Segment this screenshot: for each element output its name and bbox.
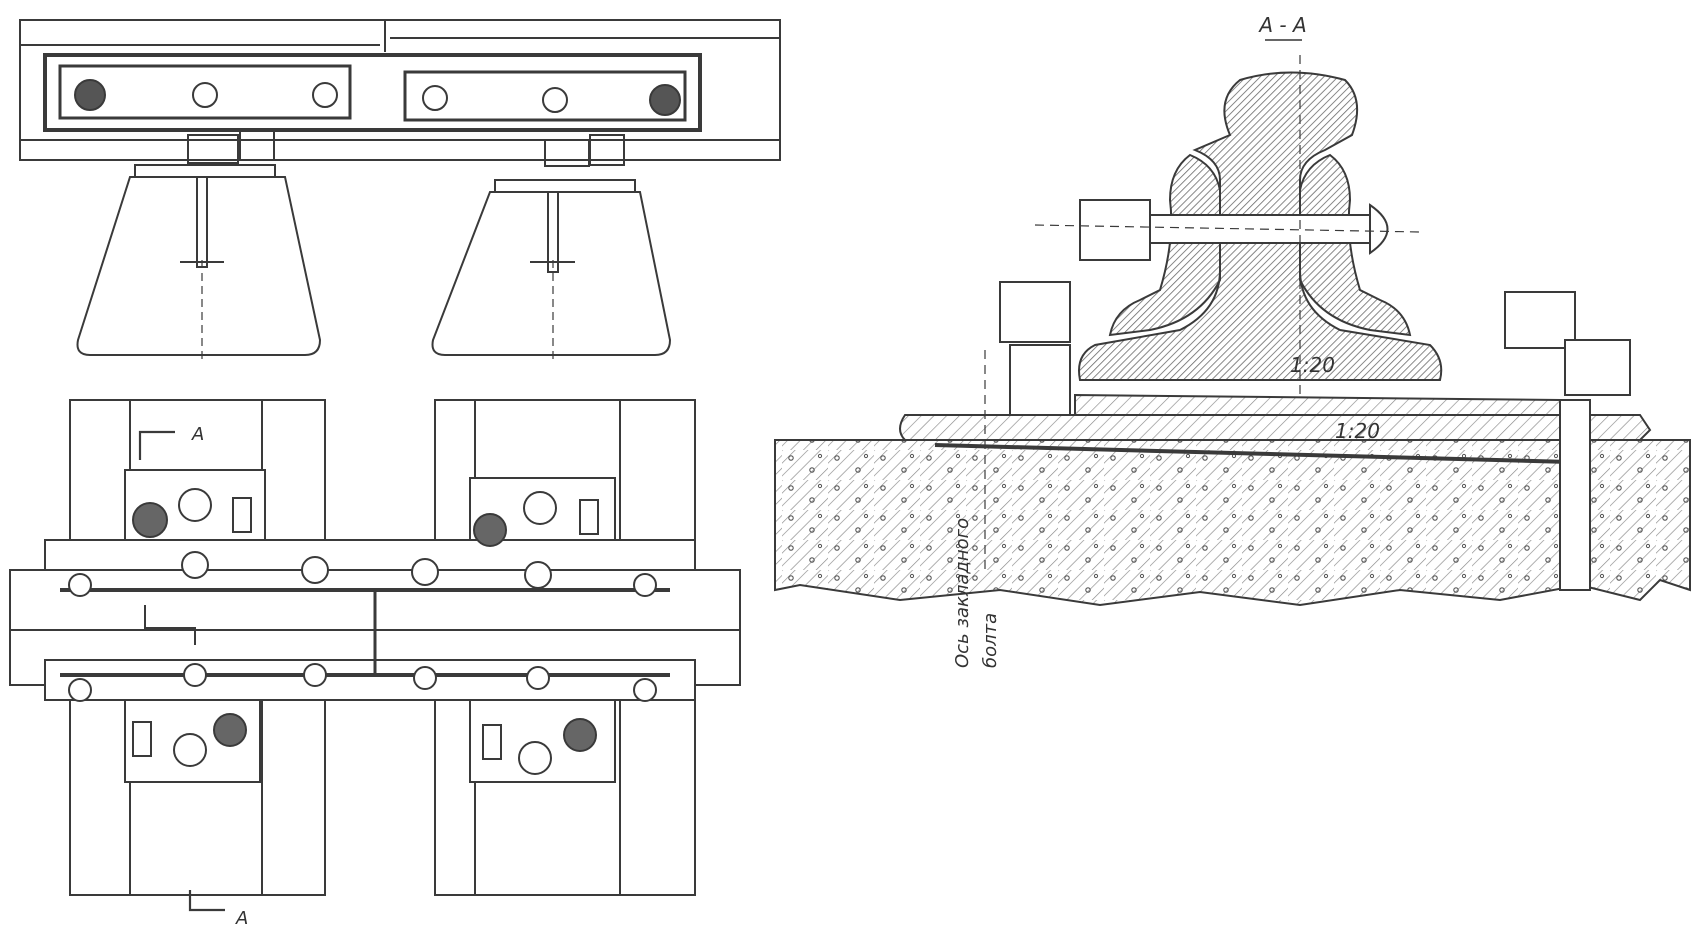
sleeper-side [76,176,322,356]
section-marker-bottom-line [188,890,225,912]
bolt-hole [192,82,218,108]
bolt-plan [633,678,657,702]
clamp-bolt [473,513,507,547]
bolt-nut-left [1079,199,1151,261]
fishplate-slot-left [58,64,352,120]
bolt-hole [542,87,568,113]
nut [589,134,625,166]
fishplate-slot-right [403,70,687,122]
tie-plate [1074,393,1561,416]
clamp-plate [494,179,636,193]
anchor-bolt [196,176,208,268]
slope-label-upper: 1:20 [1290,353,1335,377]
nut [544,139,590,167]
fishplate-section-right [1299,153,1412,337]
fishplate-side [43,53,702,132]
clamp-bolt [523,491,557,525]
bolt-plan [301,556,329,584]
bolt-hole [422,85,448,111]
side-elevation-view [19,19,781,360]
fishplate-plan-top [44,539,696,571]
sleeper-side [431,191,672,356]
clamp-bolt [173,733,207,767]
bolt-head [74,79,106,111]
bolt-plan [183,663,207,687]
clamp-bolt [132,502,168,538]
anchor-bolt [547,191,559,273]
bolt-axis [1034,224,1421,233]
bolt-axis-label-line2: болта [980,613,1001,668]
plan-view [9,399,741,912]
section-marker-top-line [138,430,175,460]
holddown-nut [999,281,1071,343]
bolt-head [649,84,681,116]
bolt-plan [303,663,327,687]
section-marker-bottom: A [235,908,248,929]
clamp-bolt [178,488,212,522]
concrete-foundation [774,439,1691,607]
bolt-plan [526,666,550,690]
section-view [774,55,1691,607]
fishplate-section-left [1108,153,1221,337]
holddown-bolt [1009,344,1071,416]
slot [132,721,152,757]
holddown-nut [1564,339,1631,396]
holddown-nut [1504,291,1576,349]
step-mark [144,605,196,645]
bolt-plan [68,573,92,597]
slope-label-lower: 1:20 [1335,419,1380,443]
nut [187,134,239,164]
anchor-bolt-section [1559,399,1591,591]
fishplate-plan-bottom [44,659,696,701]
section-title: A - A [1257,13,1306,37]
rail-side [19,19,781,161]
bolt-axis-label-line1: Ось закладного [952,518,973,668]
clamp-bolt [213,713,247,747]
slot [482,724,502,760]
bolt-plan [68,678,92,702]
clamp-plate [134,164,276,178]
nut [239,129,275,161]
bolt-plan [633,573,657,597]
bolt-hole [312,82,338,108]
pad-line [934,443,1571,464]
bolt-plan [524,561,552,589]
bolt-head-right [1369,203,1389,255]
bolt-plan [413,666,437,690]
slot [232,497,252,533]
clamp-bolt [518,741,552,775]
clamp-bolt [563,718,597,752]
bolt-axis-label: Ось закладного болта [952,518,1001,668]
base-plate [899,414,1652,441]
section-marker-top: A [191,424,204,445]
bolt-plan [181,551,209,579]
bolt-plan [411,558,439,586]
slot [579,499,599,535]
